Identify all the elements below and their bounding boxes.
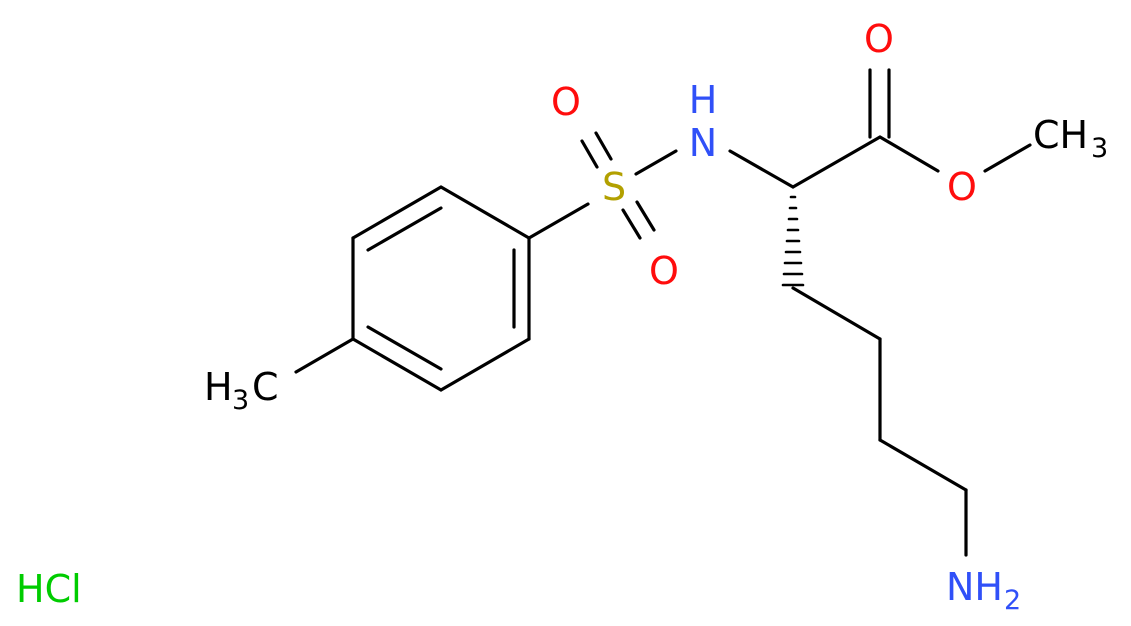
- sulfonyl-oxygen-bottom-label: O: [649, 249, 679, 293]
- svg-text:H: H: [689, 78, 718, 122]
- svg-text:NH: NH: [946, 565, 1003, 609]
- hcl-salt-label: HCl: [16, 567, 82, 611]
- carbonyl-oxygen-label: O: [864, 17, 894, 61]
- sulfonyl-oxygen-top-label: O: [551, 80, 581, 124]
- amine-group-label: NH 2: [946, 565, 1021, 616]
- svg-text:H: H: [204, 365, 233, 409]
- svg-text:3: 3: [232, 385, 249, 416]
- tolyl-methyl-label: H 3 C: [204, 365, 279, 416]
- svg-text:C: C: [252, 365, 279, 409]
- svg-text:CH: CH: [1033, 113, 1088, 157]
- methyl-group-label: CH 3: [1033, 113, 1108, 164]
- stereo-hash-wedge: [781, 195, 805, 287]
- sulfur-label: S: [602, 165, 626, 209]
- svg-text:2: 2: [1004, 585, 1021, 616]
- ester-oxygen-label: O: [947, 165, 977, 209]
- amide-nh-label: H N: [689, 78, 718, 165]
- svg-text:3: 3: [1091, 133, 1108, 164]
- svg-text:N: N: [689, 121, 717, 165]
- bond-lines: [294, 68, 1032, 557]
